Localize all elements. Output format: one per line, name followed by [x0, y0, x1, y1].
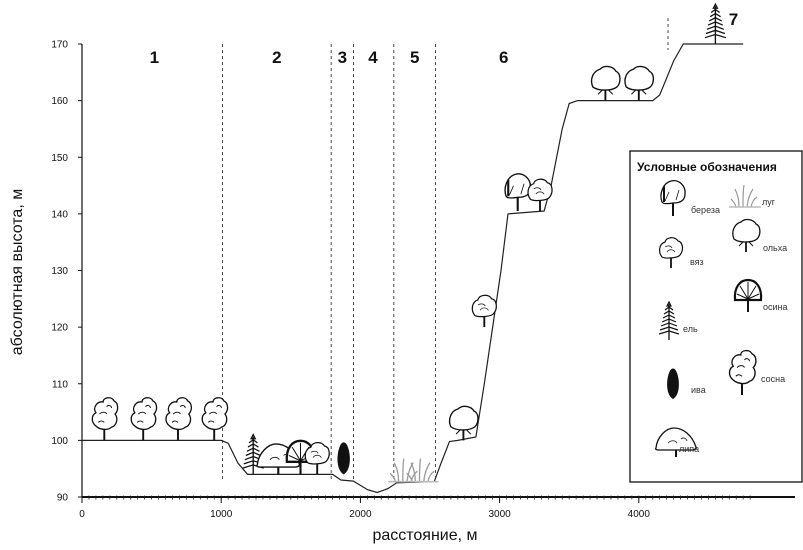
- legend-label: луг: [762, 197, 776, 207]
- alder-tree-icon: [590, 65, 621, 102]
- legend-item-spruce: ель: [658, 301, 698, 341]
- y-axis-title: абсолютная высота, м: [9, 189, 26, 355]
- pine-tree-icon: [130, 396, 158, 442]
- legend-label: ольха: [763, 243, 787, 253]
- zone-label-4: 4: [368, 48, 378, 67]
- legend-item-linden: липа: [654, 427, 699, 458]
- y-tick-label: 120: [51, 323, 68, 334]
- y-tick-label: 90: [57, 493, 69, 504]
- zone-label-3: 3: [338, 48, 347, 67]
- x-tick-label: 1000: [210, 509, 233, 520]
- elm-tree-icon: [304, 441, 331, 476]
- pine-tree-icon: [91, 396, 119, 442]
- legend-title: Условные обозначения: [637, 160, 777, 174]
- legend-label: липа: [679, 444, 699, 454]
- y-tick-label: 110: [52, 379, 68, 390]
- x-axis-ticks: 0 1000 2000 3000 4000: [79, 497, 650, 520]
- y-axis-ticks: 90 100 110 120 130 140 150 160 170: [51, 40, 82, 504]
- x-tick-label: 0: [79, 509, 85, 520]
- elm-tree-icon: [471, 294, 498, 329]
- y-tick-label: 140: [51, 209, 68, 220]
- x-tick-label: 4000: [628, 509, 651, 520]
- legend-item-willow: ива: [667, 368, 706, 399]
- legend-label: вяз: [690, 257, 704, 267]
- legend-label: сосна: [761, 374, 785, 384]
- legend-item-aspen: осина: [733, 278, 788, 314]
- zone-boundaries: [222, 18, 669, 481]
- zone-label-1: 1: [150, 48, 159, 67]
- y-tick-label: 100: [51, 436, 68, 447]
- legend-box: [629, 150, 803, 483]
- birch-tree-icon: [504, 172, 532, 213]
- pine-tree-icon: [165, 396, 193, 442]
- zone-label-5: 5: [410, 48, 419, 67]
- zone-labels: 1 2 3 4 5 6 7: [150, 10, 739, 67]
- legend-label: береза: [691, 205, 720, 215]
- meadow-tree-icon: [387, 457, 423, 483]
- legend-item-pine: сосна: [728, 349, 785, 396]
- legend-item-elm: вяз: [658, 236, 704, 269]
- terrain-profile-line: [82, 43, 744, 494]
- x-tick-label: 3000: [488, 509, 511, 520]
- legend-item-alder: ольха: [731, 218, 787, 253]
- zone-label-2: 2: [272, 48, 281, 67]
- x-axis-title: расстояние, м: [372, 527, 477, 544]
- legend-label: ель: [683, 324, 698, 334]
- x-tick-label: 2000: [349, 509, 372, 520]
- spruce-tree-icon: [704, 3, 727, 45]
- willow-tree-icon: [337, 442, 350, 475]
- alder-tree-icon: [448, 405, 479, 442]
- legend-item-birch: береза: [660, 179, 720, 217]
- zone-label-7: 7: [729, 10, 738, 29]
- legend-label: осина: [763, 302, 788, 312]
- y-tick-label: 170: [51, 40, 68, 51]
- y-tick-label: 130: [51, 266, 68, 277]
- alder-tree-icon: [624, 65, 655, 102]
- zone-label-6: 6: [499, 48, 508, 67]
- pine-tree-icon: [201, 396, 229, 442]
- legend: Условные обозначения береза луг вяз ольха ел…: [629, 150, 803, 483]
- legend-item-meadow: луг: [728, 184, 776, 208]
- elm-tree-icon: [527, 178, 553, 212]
- y-tick-label: 160: [51, 96, 68, 107]
- y-tick-label: 150: [51, 153, 68, 164]
- legend-label: ива: [691, 385, 706, 395]
